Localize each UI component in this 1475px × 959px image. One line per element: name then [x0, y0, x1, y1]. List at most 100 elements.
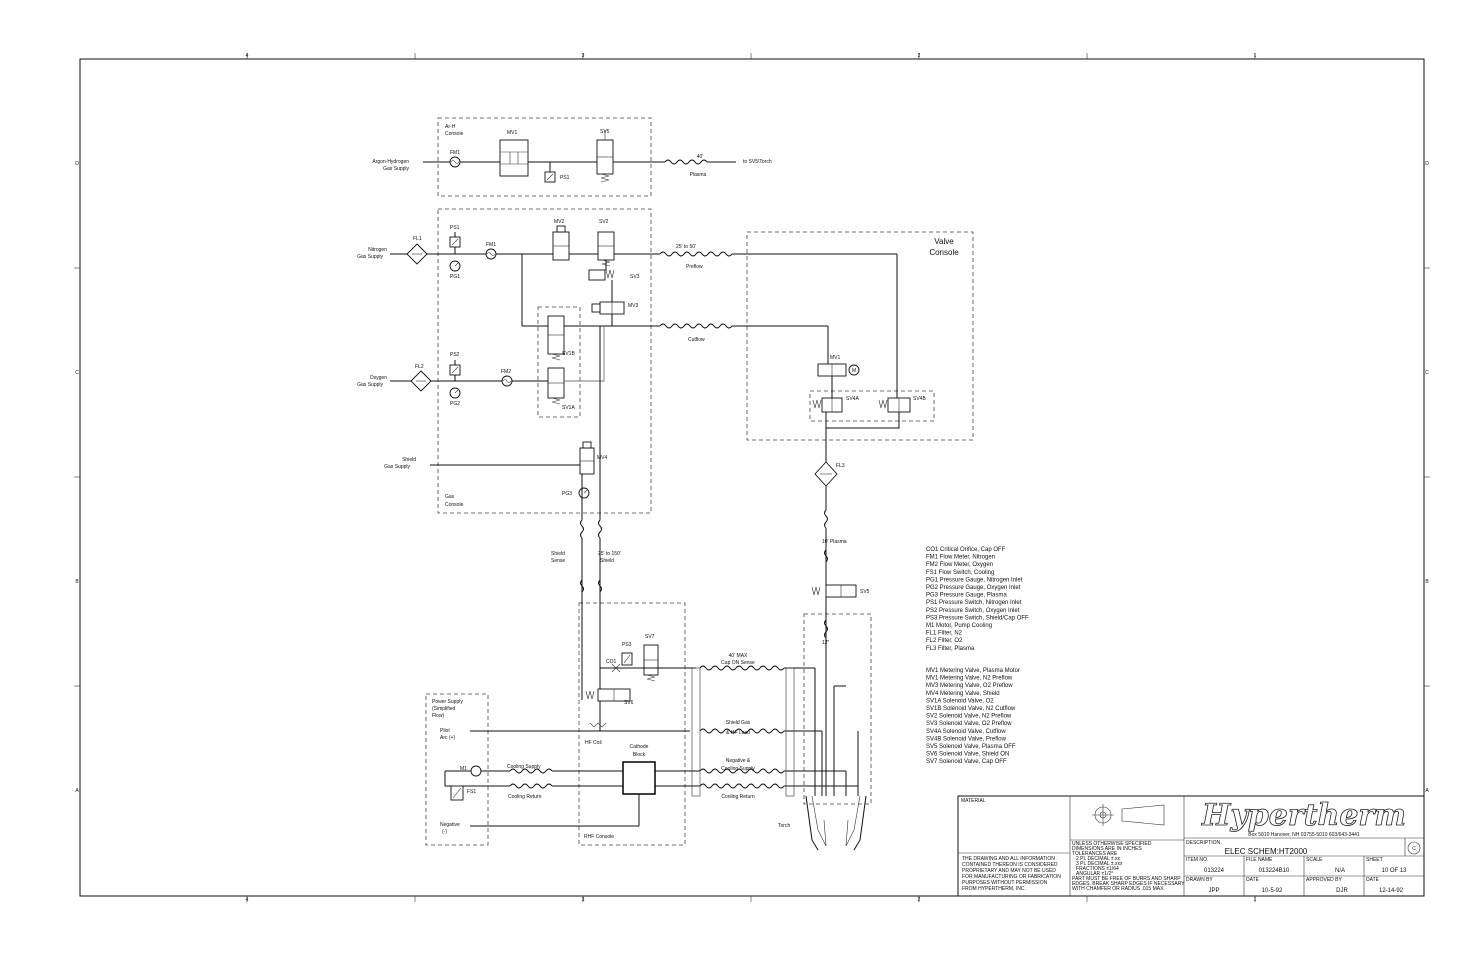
legend-entry: PG2 Pressure Gauge, Oxygen Inlet [926, 585, 1021, 591]
approved-label: APPROVED BY [1306, 877, 1343, 883]
legend-entry: SV1B Solenoid Valve, N2 Cutflow [926, 706, 1016, 712]
argon-hose-plasma: Plasma [690, 172, 707, 178]
col-mark-2-bottom: 2 [918, 897, 921, 903]
tolerance-line-8: PART MUST BE FREE OF BURRS AND SHARP [1072, 876, 1181, 882]
cooling-return-left-label: Cooling Return [508, 794, 542, 800]
col-mark-4: 4 [246, 53, 249, 59]
notice-line-2: CONTAINED THEREON IS CONSIDERED [962, 862, 1058, 868]
twelve-inch-label: 12" [822, 640, 830, 646]
company-logo: Hypertherm [1201, 798, 1406, 833]
power-supply-label-1: Power Supply [432, 699, 463, 705]
sv1b-label: SV1B [562, 351, 575, 357]
negative-label-1: Negative [440, 822, 460, 828]
preflow-length-label: 25' to 50' [676, 244, 696, 250]
mv3-label: MV3 [628, 303, 639, 309]
cooling-return-left-coil [509, 783, 553, 789]
fl1-label: FL1 [413, 236, 422, 242]
motor-m-icon [848, 364, 860, 376]
cathode-label-1: Cathode [630, 744, 649, 750]
shield-gas-label-2: & HF Lead [726, 730, 750, 736]
material-label: MATERIAL [961, 798, 986, 804]
legend-entry: SV6 Solenoid Valve, Shield ON [926, 752, 1009, 758]
legend-entry: PS3 Pressure Switch, Shield/Cap OFF [926, 615, 1029, 621]
shield-gas-label-1: Shield Gas [726, 720, 751, 726]
co1-label: CO1 [606, 659, 617, 665]
item-label: ITEM NO. [1186, 857, 1208, 863]
cathode-label-2: Block [633, 752, 646, 758]
shield-sense-coil [580, 519, 584, 539]
pg2-label: PG2 [450, 401, 460, 407]
oxygen-supply-label-1: Oxygen [370, 375, 387, 381]
m1-label: M1 [460, 766, 467, 772]
rhf-console-label: RHF Console [584, 834, 614, 840]
power-supply-label-3: Flow) [432, 713, 445, 719]
tolerance-line-10: WITH CHAMFER OR RADIUS .015 MAX. [1072, 886, 1165, 892]
legend-entry: MV1 Metering Valve, N2 Preflow [926, 676, 1013, 682]
hose-bundle-right [785, 667, 795, 797]
tolerance-line-3: TOLERANCES ARE [1072, 851, 1118, 857]
fm1a-label: FM1 [450, 150, 460, 156]
row-mark-b-right: B [1425, 579, 1429, 585]
plasma-10-label: 10' Plasma [822, 539, 847, 545]
metering-valve-mv1a-icon [499, 139, 529, 177]
ps1-label: PS1 [450, 225, 460, 231]
legend-entry: MV4 Metering Valve, Shield [926, 691, 1000, 697]
ps3-label: PS3 [622, 642, 632, 648]
cathode-block-box [622, 761, 656, 795]
fm1-label: FM1 [486, 242, 496, 248]
fs1-label: FS1 [467, 789, 476, 795]
sv2-label: SV2 [599, 219, 609, 225]
preflow-hose-coil [659, 251, 733, 257]
sv7-label: SV7 [645, 634, 655, 640]
sv6-label: SV6 [624, 700, 634, 706]
cooling-supply-left-coil [509, 768, 553, 774]
scale-value: N/A [1335, 868, 1345, 874]
legend-entry: MV1 Metering Valve, Plasma Motor [926, 668, 1020, 674]
col-mark-3: 3 [582, 53, 585, 59]
revision-value: C [1412, 846, 1416, 852]
rhf-console-box [578, 602, 686, 846]
tolerance-line-9: EDGES. BREAK SHARP EDGES IF NECESSARY [1072, 881, 1185, 887]
title-block: MATERIAL THE DRAWING AND ALL INFORMATION… [957, 795, 1425, 897]
shield-sense-label-2: Sense [551, 558, 565, 564]
col-mark-4-bottom: 4 [246, 897, 249, 903]
legend-entry: SV3 Solenoid Valve, O2 Preflow [926, 721, 1012, 727]
revision-circle [1407, 841, 1421, 855]
tolerance-line-5: 3 PL DECIMAL ±.xxx [1076, 861, 1123, 867]
date-label: DATE [1246, 877, 1260, 883]
argon-hose-coil [664, 159, 708, 165]
negative-label-2: (-) [442, 829, 447, 835]
drawing-border: 4 3 2 1 4 3 2 1 D C B A D C B A [74, 53, 1430, 903]
mv1a-label: MV1 [507, 130, 518, 136]
sv5-label: SV5 [860, 589, 870, 595]
ah-console-box [437, 117, 652, 197]
shield-sense-label-1: Shield [551, 551, 565, 557]
legend-entry: CO1 Critical Orifice, Cap OFF [926, 547, 1006, 553]
torch-lead-box [803, 613, 872, 805]
legend-entry: PS1 Pressure Switch, Nitrogen Inlet [926, 600, 1022, 606]
sheet-value: 10 OF 13 [1381, 868, 1407, 874]
sv1-group-box [537, 306, 581, 418]
col-mark-1-bottom: 1 [1254, 897, 1257, 903]
ah-console-label-1: Ar-H [445, 124, 456, 130]
legend-entry: PG3 Pressure Gauge, Plasma [926, 593, 1007, 599]
sv1a-label: SV1A [562, 405, 575, 411]
legend-entry: SV1A Solenoid Valve, O2 [926, 698, 994, 704]
company-address: Box 5010 Hanover, NH 03755-5010 603/643-… [1248, 832, 1360, 838]
argon-hose-length: 40' [697, 154, 704, 160]
valve-console-box [746, 231, 974, 441]
cooling-return-right-coil [699, 783, 785, 789]
torch-label: Torch [778, 823, 790, 829]
tolerance-line-4: 2 PL DECIMAL ±.xx [1076, 856, 1121, 862]
cap-on-label-2: Cap ON Sense [721, 660, 755, 666]
fl2-label: FL2 [415, 364, 424, 370]
shield-length-label-1: 25' to 150' [598, 551, 621, 557]
fm2-label: FM2 [501, 369, 511, 375]
drawn-label: DRAWN BY [1186, 877, 1213, 883]
preflow-label: Preflow [686, 264, 703, 270]
legend-entry: SV7 Solenoid Valve, Cap OFF [926, 759, 1007, 765]
pilot-label-2: Arc (+) [440, 735, 455, 741]
legend-entry: FL1 Filter, N2 [926, 631, 963, 637]
